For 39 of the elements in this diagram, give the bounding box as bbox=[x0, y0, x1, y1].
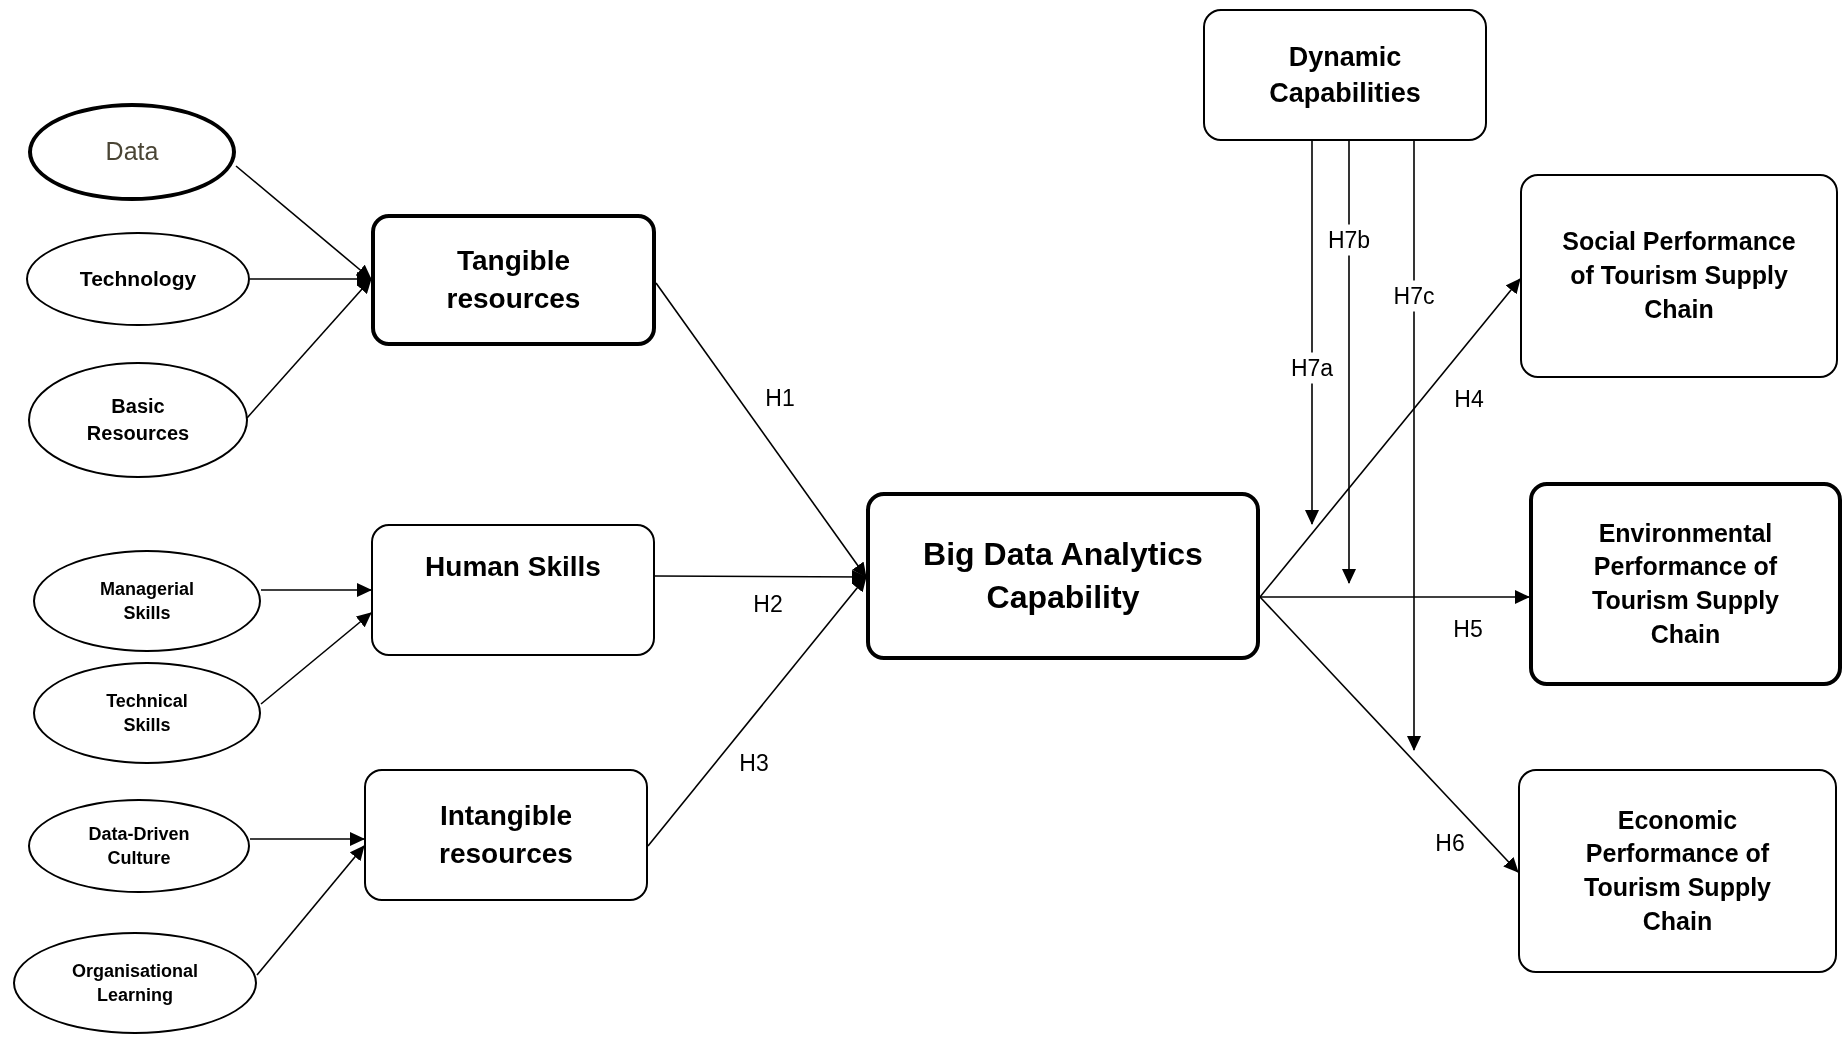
node-label: Intangible resources bbox=[438, 799, 574, 871]
arrow bbox=[1407, 140, 1421, 751]
arrow bbox=[246, 278, 372, 419]
arrow bbox=[647, 576, 867, 847]
construct-box bbox=[1518, 769, 1837, 973]
node-label: Big Data Analytics Capability bbox=[922, 534, 1204, 617]
arrow bbox=[249, 272, 372, 286]
node-label: Data-Driven Culture bbox=[87, 822, 191, 870]
arrow bbox=[655, 282, 867, 578]
node-label: Technical Skills bbox=[105, 689, 189, 737]
construct-box bbox=[1520, 174, 1838, 378]
arrow bbox=[654, 569, 867, 584]
arrow bbox=[1342, 140, 1356, 584]
arrow bbox=[1259, 590, 1530, 604]
construct-box bbox=[371, 524, 655, 656]
node-label: Environmental Performance of Tourism Supply Chain bbox=[1590, 517, 1781, 650]
node-label: Human Skills bbox=[425, 550, 601, 584]
node-label: Tangible resources bbox=[445, 244, 582, 316]
arrow bbox=[249, 832, 365, 846]
node-label: Social Performance of Tourism Supply Chain bbox=[1561, 226, 1797, 325]
arrow bbox=[260, 583, 372, 597]
node-label: Data bbox=[105, 136, 159, 168]
arrow bbox=[1305, 140, 1319, 525]
node-label: Economic Performance of Tourism Supply Chain bbox=[1582, 804, 1773, 937]
node-label: Technology bbox=[79, 265, 197, 292]
arrow bbox=[1259, 596, 1519, 873]
construct-box bbox=[866, 492, 1260, 660]
node-label: Dynamic Capabilities bbox=[1268, 40, 1422, 110]
node-label: Managerial Skills bbox=[98, 577, 195, 625]
construct-box bbox=[1529, 482, 1842, 686]
arrow bbox=[235, 165, 372, 280]
node-label: Basic Resources bbox=[85, 394, 191, 446]
construct-box bbox=[1203, 9, 1487, 141]
node-label: Organisational Learning bbox=[71, 959, 199, 1007]
construct-box bbox=[364, 769, 648, 901]
construct-box bbox=[371, 214, 656, 346]
arrow bbox=[260, 612, 372, 705]
arrow bbox=[1259, 278, 1521, 598]
arrow bbox=[256, 845, 365, 976]
